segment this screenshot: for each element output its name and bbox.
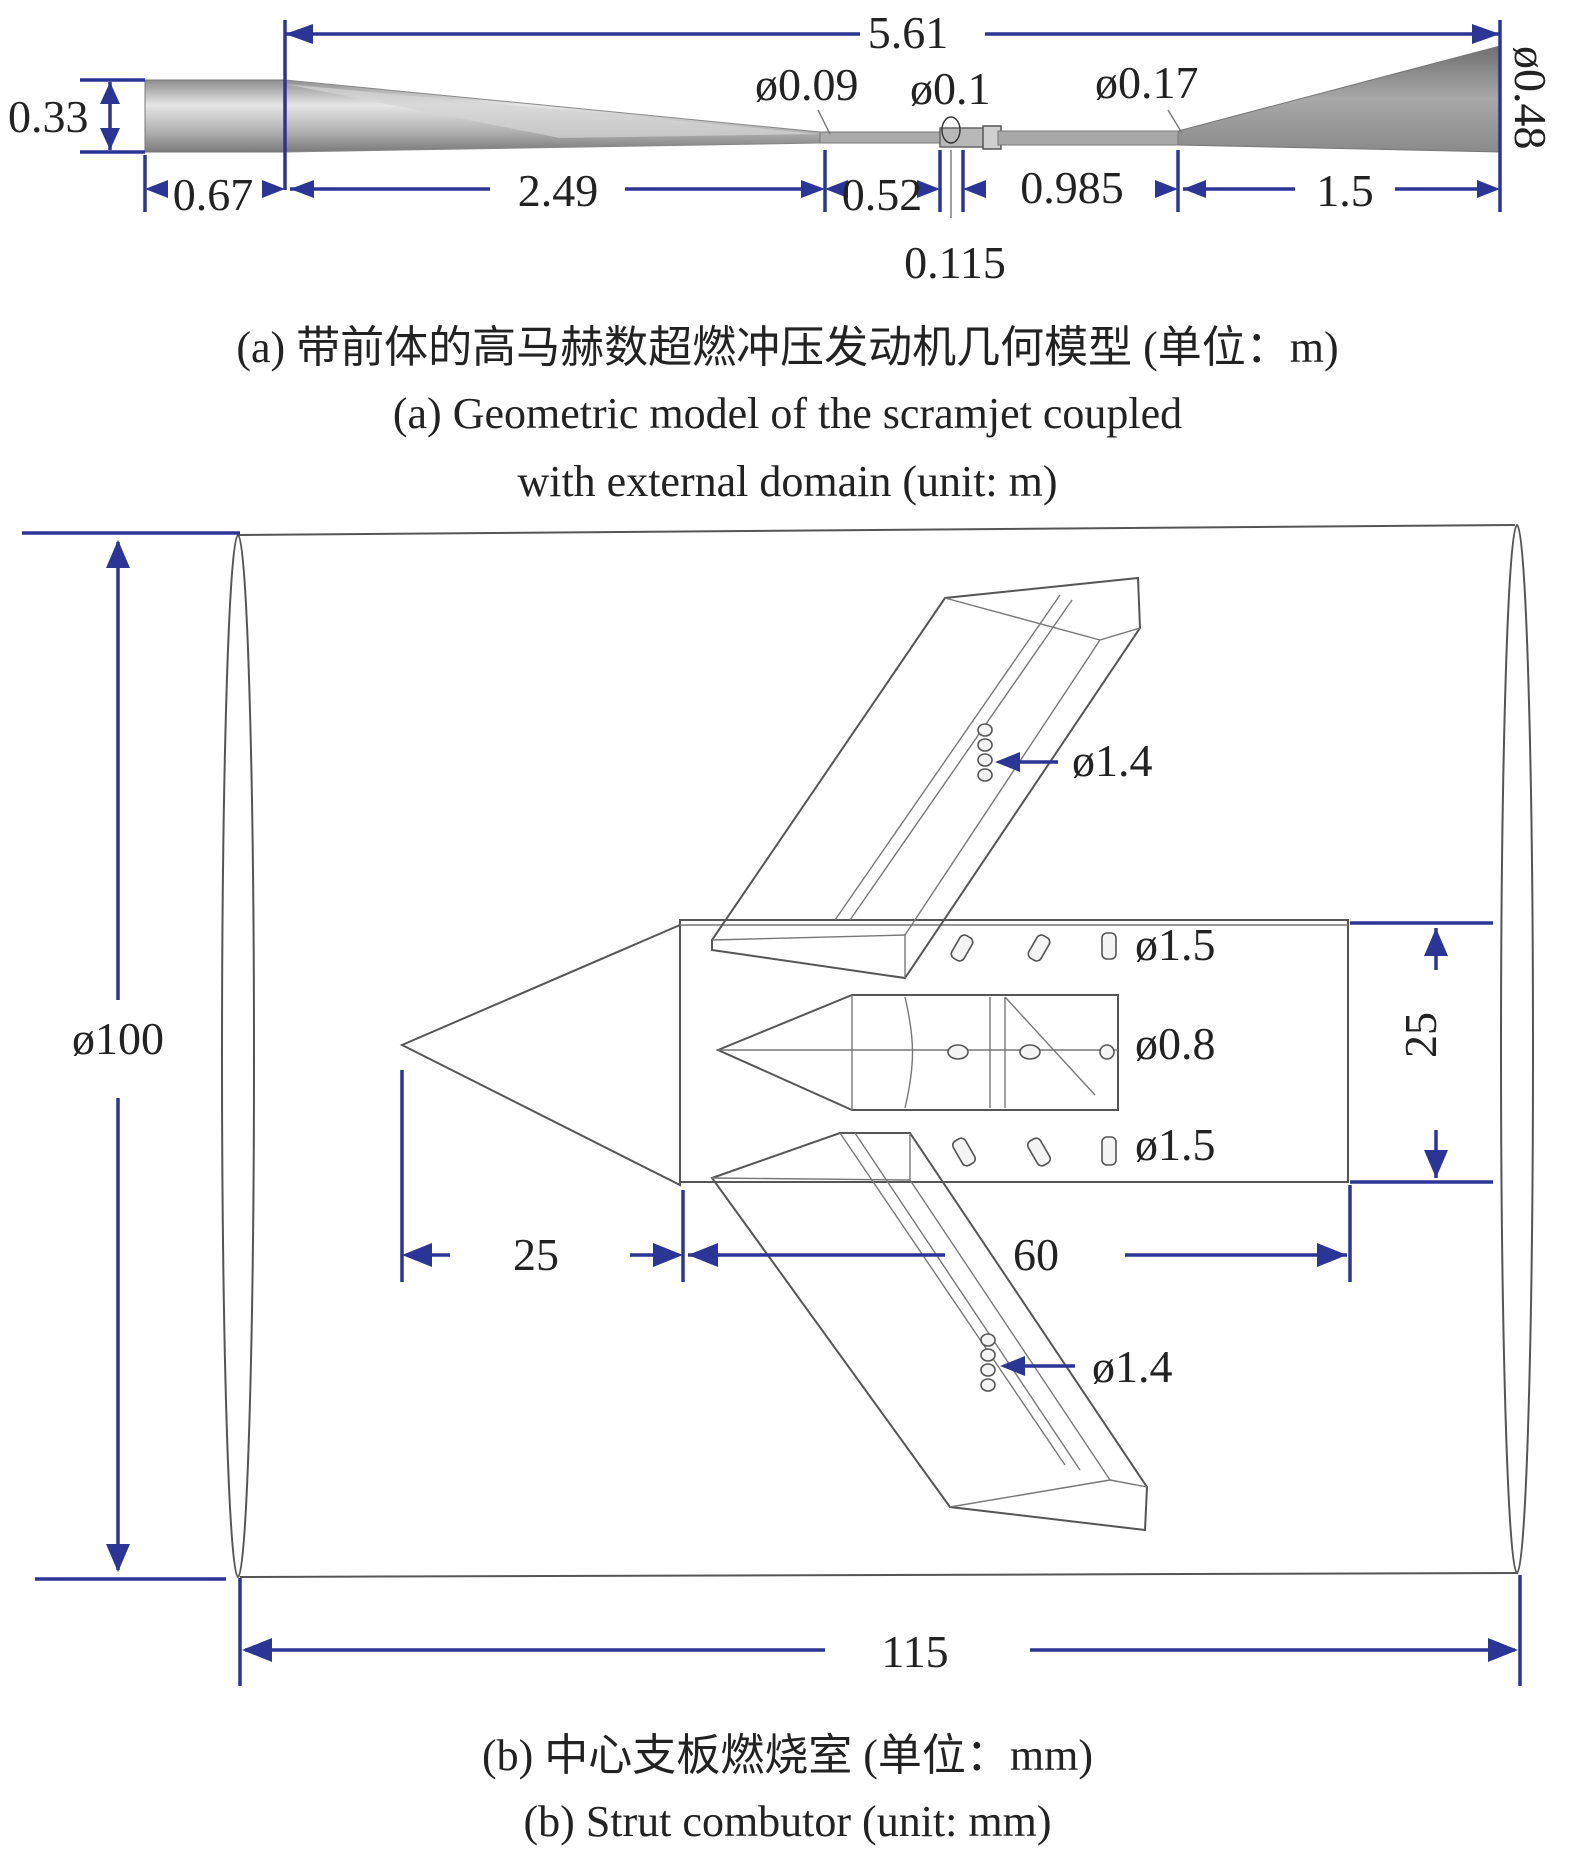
dim-body-height: 25 (1395, 1012, 1446, 1058)
dim-nozzle-length: 1.5 (1316, 165, 1374, 216)
forebody-cylinder (144, 79, 286, 153)
dim-nozzle-exit-diameter: ø0.48 (1505, 46, 1556, 150)
dim-upper-wing-injector: ø1.4 (1072, 735, 1153, 786)
dim-upper-row-injector: ø1.5 (1135, 919, 1216, 970)
caption-b-cn: (b) 中心支板燃烧室 (单位：mm) (481, 1731, 1094, 1780)
dim-isolator-length: 0.52 (842, 169, 923, 220)
caption-b-en: (b) Strut combutor (unit: mm) (523, 1797, 1052, 1846)
panel-a-dimensions (80, 20, 1502, 218)
dim-lower-wing-injector: ø1.4 (1092, 1341, 1173, 1392)
dim-body-length: 60 (1013, 1229, 1059, 1280)
dim-combustor-length: 0.985 (1020, 162, 1124, 213)
dim-injector-length: 0.115 (904, 237, 1006, 288)
isolator-duct (819, 131, 941, 144)
dim-inlet-height: 0.33 (8, 91, 89, 142)
dim-total-length: 5.61 (868, 7, 949, 58)
caption-a-cn: (a) 带前体的高马赫数超燃冲压发动机几何模型 (单位：m) (236, 323, 1339, 372)
dim-nose-length: 25 (513, 1229, 559, 1280)
nozzle (1177, 45, 1501, 153)
panel-b-dimensions (22, 531, 1522, 1686)
engine-model (144, 45, 1501, 153)
dim-forebody-length: 0.67 (173, 169, 254, 220)
external-domain (221, 524, 1534, 1578)
panel-b-labels: ø100 115 25 60 25 ø1.4 ø1.5 ø0.8 ø1.5 ø1… (72, 735, 1446, 1677)
dim-center-injector: ø0.8 (1135, 1018, 1216, 1069)
caption-a-en-line1: (a) Geometric model of the scramjet coup… (392, 389, 1183, 438)
strut-combustor (399, 576, 1349, 1532)
combustor-body (679, 919, 1349, 1183)
dim-inlet-length: 2.49 (518, 165, 599, 216)
combustor-duct (997, 130, 1179, 146)
panel-a-labels: 5.61 0.33 ø0.09 ø0.1 ø0.17 ø0.48 0.67 2.… (8, 7, 1556, 288)
injector-holes (947, 723, 1117, 1392)
dim-domain-length: 115 (881, 1626, 948, 1677)
dim-throat-diameter: ø0.09 (755, 59, 859, 110)
central-strut (715, 994, 1119, 1111)
nose-cone (399, 923, 681, 1187)
dim-injector-diameter: ø0.1 (910, 63, 991, 114)
caption-a-en-line2: with external domain (unit: m) (517, 457, 1058, 506)
dim-lower-row-injector: ø1.5 (1135, 1119, 1216, 1170)
dim-domain-diameter: ø100 (72, 1013, 164, 1064)
lower-wing (710, 1132, 1149, 1532)
dim-combustor-exit-diameter: ø0.17 (1095, 57, 1199, 108)
inlet-ramp-highlight (285, 84, 820, 138)
